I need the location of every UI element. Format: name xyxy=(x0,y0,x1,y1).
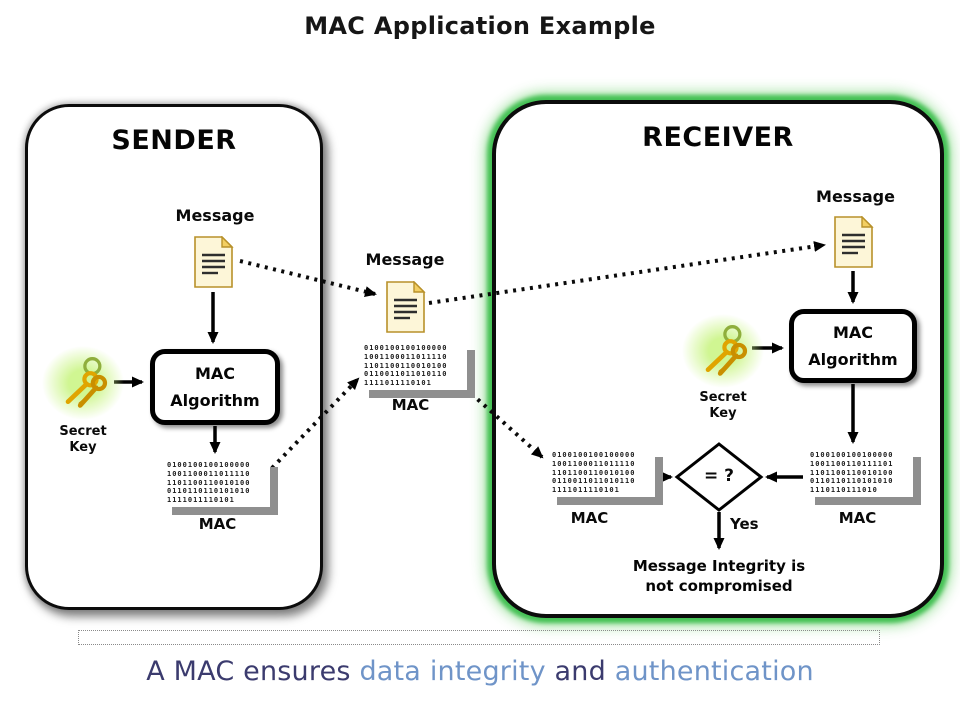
receiver-computed-mac-label: MAC xyxy=(838,509,877,527)
sender-mac-digest: 0100100100100000 1001100011011110 110110… xyxy=(164,459,270,507)
yes-label: Yes xyxy=(730,515,759,533)
integrity-result-text: Message Integrity is not compromised xyxy=(632,557,806,596)
receiver-secret-keys-icon xyxy=(682,314,764,388)
receiver-received-mac-digest: 0100100100100000 1001100011011110 110110… xyxy=(549,449,655,497)
sender-message-document-icon xyxy=(192,235,234,292)
receiver-message-label: Message xyxy=(816,187,895,206)
sender-mac-algorithm-box: MAC Algorithm xyxy=(150,349,280,425)
sender-mac-label: MAC xyxy=(198,515,237,533)
bottom-dotted-bracket xyxy=(78,630,880,645)
caption-part-1: A MAC ensures xyxy=(146,656,360,687)
receiver-mac-algorithm-line2: Algorithm xyxy=(808,350,898,369)
caption: A MAC ensures data integrity and authent… xyxy=(0,656,960,687)
caption-part-3: and xyxy=(545,656,615,687)
sender-secret-key-label: Secret Key xyxy=(59,424,107,456)
channel-mac-digest: 0100100100100000 1001100011011110 110110… xyxy=(361,342,467,390)
page-title: MAC Application Example xyxy=(304,12,656,40)
receiver-mac-algorithm-box: MAC Algorithm xyxy=(789,309,917,383)
compare-label: = ? xyxy=(703,466,735,486)
sender-secret-keys-icon xyxy=(42,346,124,420)
receiver-computed-mac-digest: 0100100100100000 1001100110111101 110110… xyxy=(807,449,913,497)
receiver-mac-algorithm-line1: MAC xyxy=(832,322,874,342)
caption-part-4: authentication xyxy=(614,656,814,687)
channel-message-document-icon xyxy=(384,280,426,337)
channel-message-label: Message xyxy=(365,250,445,269)
receiver-received-mac-label: MAC xyxy=(570,509,609,527)
channel-mac-label: MAC xyxy=(391,396,430,414)
caption-part-2: data integrity xyxy=(359,656,546,687)
receiver-secret-key-label: Secret Key xyxy=(699,390,747,422)
receiver-title: RECEIVER xyxy=(642,122,794,153)
sender-mac-algorithm-line1: MAC xyxy=(194,363,236,383)
sender-message-label: Message xyxy=(175,206,255,225)
sender-title: SENDER xyxy=(111,125,237,156)
receiver-message-document-icon xyxy=(832,215,874,272)
sender-mac-algorithm-line2: Algorithm xyxy=(170,391,260,410)
